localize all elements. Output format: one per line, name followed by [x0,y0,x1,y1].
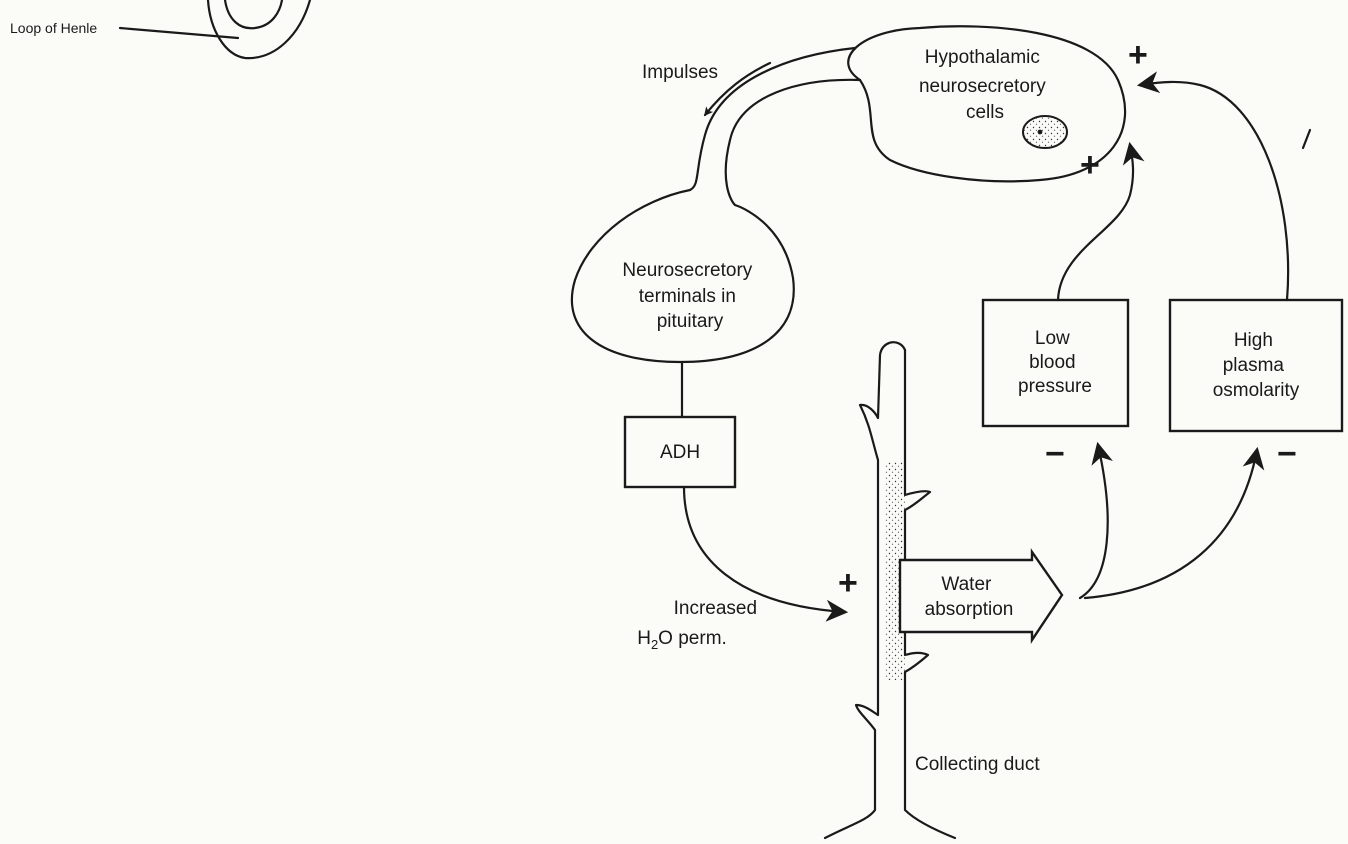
water-to-osmolarity-arrow [1083,446,1265,600]
neurosecretory-neuron: Hypothalamic neurosecretory cells Neuros… [570,25,1127,364]
loop-of-henle-fragment: Loop of Henle [10,0,312,60]
adh-box: ADH [623,415,737,489]
neuron-outline [847,25,1127,183]
adh-duct-plus-sign: + [838,564,858,602]
impulses-arrow: Impulses [642,61,772,117]
collecting-duct-left-wall [823,341,907,840]
osmolarity-to-hypothalamus-arrow [1136,71,1290,302]
impulses-label: Impulses [642,62,718,83]
loop-of-henle-leader-line [118,26,240,40]
water-absorption-arrow: Water absorption [898,548,1064,644]
low-blood-pressure-label: Low blood pressure [1018,328,1092,397]
pressure-minus-sign: − [1045,435,1065,473]
low-blood-pressure-box: Low blood pressure [981,298,1130,428]
pituitary-terminal-outline [570,188,795,364]
high-plasma-osmolarity-box: High plasma osmolarity [1168,298,1344,433]
hypothalamic-cells-label: Hypothalamic neurosecretory cells [919,47,1051,123]
stray-mark [1301,128,1312,150]
loop-of-henle-label: Loop of Henle [10,20,97,36]
pressure-to-hypothalamus-arrow [1056,141,1145,302]
pressure-plus-sign: + [1080,146,1100,184]
collecting-duct-label: Collecting duct [915,754,1040,775]
increased-permeability-label: Increased H2O perm. [637,598,762,652]
adh-label: ADH [660,442,700,463]
high-plasma-osmolarity-label: High plasma osmolarity [1213,330,1300,401]
water-absorption-label: Water absorption [925,574,1014,620]
osmolarity-plus-sign: + [1128,36,1148,74]
adh-to-duct-arrow [682,485,849,622]
osmolarity-minus-sign: − [1277,435,1297,473]
water-to-pressure-arrow [1078,441,1113,600]
nucleus-icon [1022,115,1068,149]
pituitary-terminals-label: Neurosecretory terminals in pituitary [622,260,757,332]
collecting-duct-right-wall [903,348,957,840]
